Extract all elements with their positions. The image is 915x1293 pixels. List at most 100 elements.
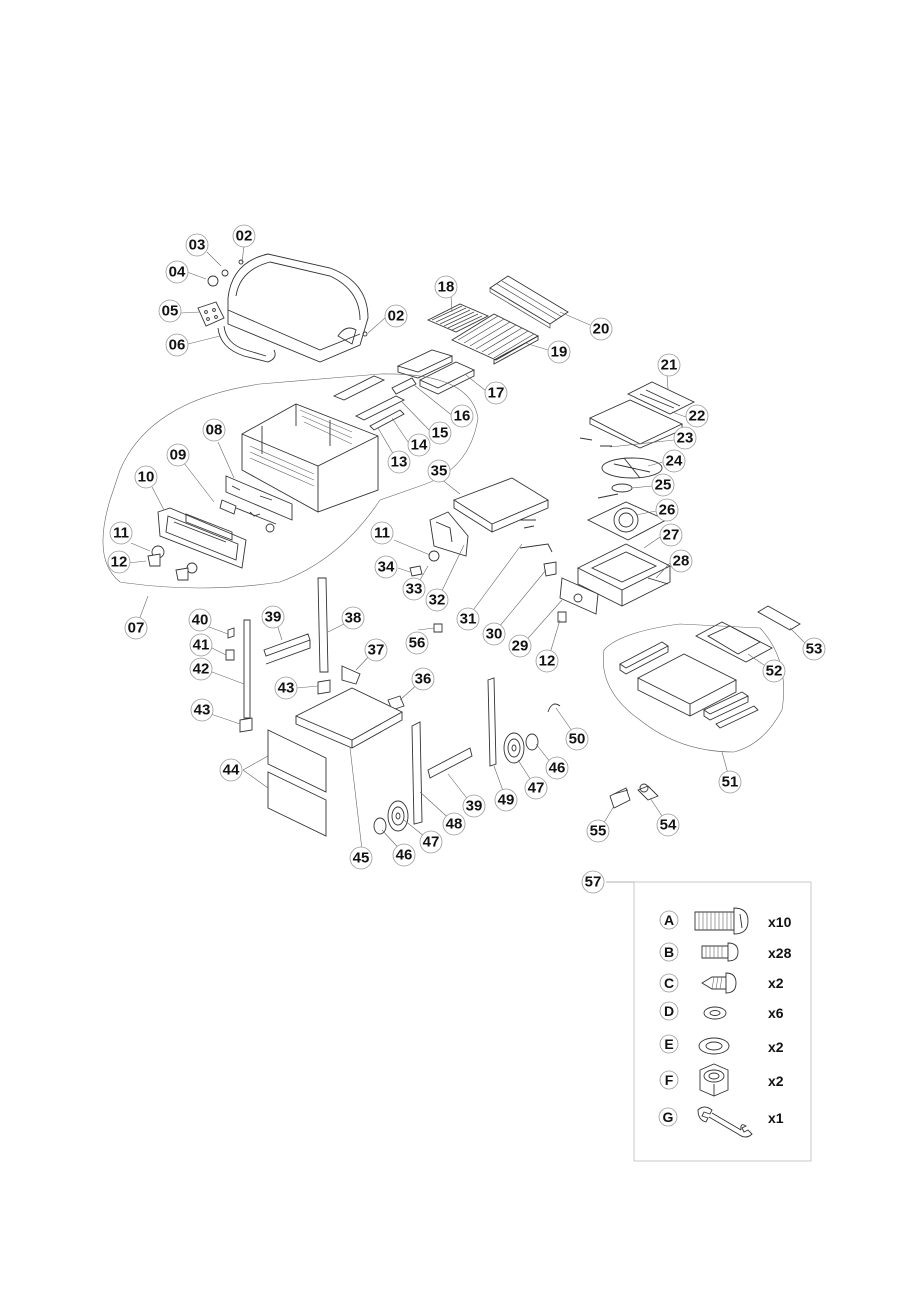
badge-p23: 23: [673, 426, 697, 450]
badge-p57: 57: [581, 870, 605, 894]
badge-p56: 56: [405, 631, 429, 655]
badge-p28: 28: [669, 549, 693, 573]
part-number-label: 14: [411, 437, 428, 454]
badge-p35: 35: [427, 459, 451, 483]
badge-p47a: 47: [419, 830, 443, 854]
part-number-label: 55: [590, 823, 607, 840]
part-number-label: 35: [431, 463, 448, 480]
hardware-row-b: B x28: [659, 942, 792, 962]
badge-p48: 48: [442, 812, 466, 836]
badge-p14: 14: [407, 433, 431, 457]
badge-p07: 07: [124, 616, 148, 640]
wheels-drawing: [373, 703, 561, 835]
badge-p32: 32: [425, 588, 449, 612]
part-number-label: 39: [265, 609, 282, 626]
hardware-quantity: x1: [768, 1110, 784, 1126]
badge-p41: 41: [189, 633, 213, 657]
hardware-row-g: G x1: [658, 1106, 784, 1138]
badge-p02b: 02: [384, 304, 408, 328]
gas-fittings-drawing: [609, 783, 659, 809]
part-number-label: 04: [169, 264, 186, 281]
badge-p24: 24: [662, 449, 686, 473]
part-number-label: 27: [663, 527, 680, 544]
part-number-label: 11: [113, 525, 129, 542]
part-number-label: 47: [423, 834, 440, 851]
badge-p25: 25: [651, 473, 675, 497]
part-number-label: 20: [593, 321, 610, 338]
part-number-label: 13: [391, 454, 408, 471]
badge-p11a: 11: [109, 521, 133, 545]
hardware-letter: B: [664, 944, 674, 960]
hardware-box: A x10 B x28 C: [633, 881, 812, 1162]
part-number-label: 54: [660, 817, 677, 834]
badge-p43a: 43: [274, 676, 298, 700]
badge-p47b: 47: [524, 776, 548, 800]
part-number-label: 08: [206, 422, 223, 439]
badge-p17: 17: [484, 381, 508, 405]
part-number-label: 48: [446, 816, 463, 833]
part-number-label: 52: [766, 663, 783, 680]
hardware-row-d: D x6: [659, 1001, 784, 1021]
part-number-label: 22: [689, 408, 706, 425]
part-number-label: 05: [162, 303, 179, 320]
badge-p54: 54: [656, 813, 680, 837]
hardware-quantity: x2: [768, 1073, 784, 1089]
heat-tents-drawing: [396, 349, 476, 395]
badge-p03: 03: [185, 233, 209, 257]
badge-p11b: 11: [370, 521, 394, 545]
badge-p43b: 43: [190, 698, 214, 722]
hardware-letter: D: [664, 1003, 674, 1019]
badge-p52: 52: [762, 659, 786, 683]
badge-p09: 09: [166, 443, 190, 467]
part-number-label: 31: [460, 611, 477, 628]
hardware-row-f: F x2: [659, 1063, 784, 1097]
part-number-label: 11: [374, 525, 390, 542]
part-number-label: 29: [512, 638, 529, 655]
part-number-label: 33: [406, 581, 423, 598]
badge-p49: 49: [494, 788, 518, 812]
tapping-screw-icon: [701, 972, 737, 994]
hardware-quantity: x2: [768, 1039, 784, 1055]
hardware-letter: G: [663, 1109, 674, 1125]
badge-p53: 53: [802, 637, 826, 661]
hardware-quantity: x2: [768, 975, 784, 991]
badge-p06: 06: [165, 333, 189, 357]
part-number-label: 37: [368, 642, 385, 659]
hardware-row-a: A x10: [659, 907, 792, 935]
part-number-label: 47: [528, 780, 545, 797]
part-number-label: 02: [236, 228, 253, 245]
part-number-label: 50: [569, 731, 586, 748]
part-number-label: 15: [432, 425, 449, 442]
small-bolt-icon: [701, 942, 739, 962]
washer-icon: [703, 1006, 727, 1020]
badge-p46b: 46: [545, 756, 569, 780]
washer-icon: [698, 1037, 730, 1055]
badge-p13: 13: [387, 450, 411, 474]
part-number-label: 07: [128, 620, 145, 637]
badge-p29: 29: [508, 634, 532, 658]
badge-p20: 20: [589, 317, 613, 341]
badge-p12b: 12: [535, 649, 559, 673]
part-number-label: 49: [498, 792, 515, 809]
badge-p51: 51: [718, 770, 742, 794]
part-number-label: 21: [661, 357, 678, 374]
large-bolt-icon: [694, 907, 749, 935]
badge-p16: 16: [450, 404, 474, 428]
hardware-letter: E: [664, 1036, 673, 1052]
part-number-label: 24: [666, 453, 683, 470]
part-number-label: 41: [193, 637, 210, 654]
badge-p33: 33: [402, 577, 426, 601]
part-number-label: 56: [409, 635, 426, 652]
part-number-label: 39: [466, 798, 483, 815]
part-number-label: 36: [415, 671, 432, 688]
badge-p44: 44: [219, 758, 243, 782]
part-number-label: 09: [170, 447, 187, 464]
badge-p36: 36: [411, 667, 435, 691]
badge-p38: 38: [341, 606, 365, 630]
part-number-label: 51: [722, 774, 739, 791]
badge-p40: 40: [188, 608, 212, 632]
part-number-label: 46: [396, 847, 413, 864]
part-number-label: 43: [278, 680, 295, 697]
part-number-label: 53: [806, 641, 823, 658]
badge-p21: 21: [657, 353, 681, 377]
